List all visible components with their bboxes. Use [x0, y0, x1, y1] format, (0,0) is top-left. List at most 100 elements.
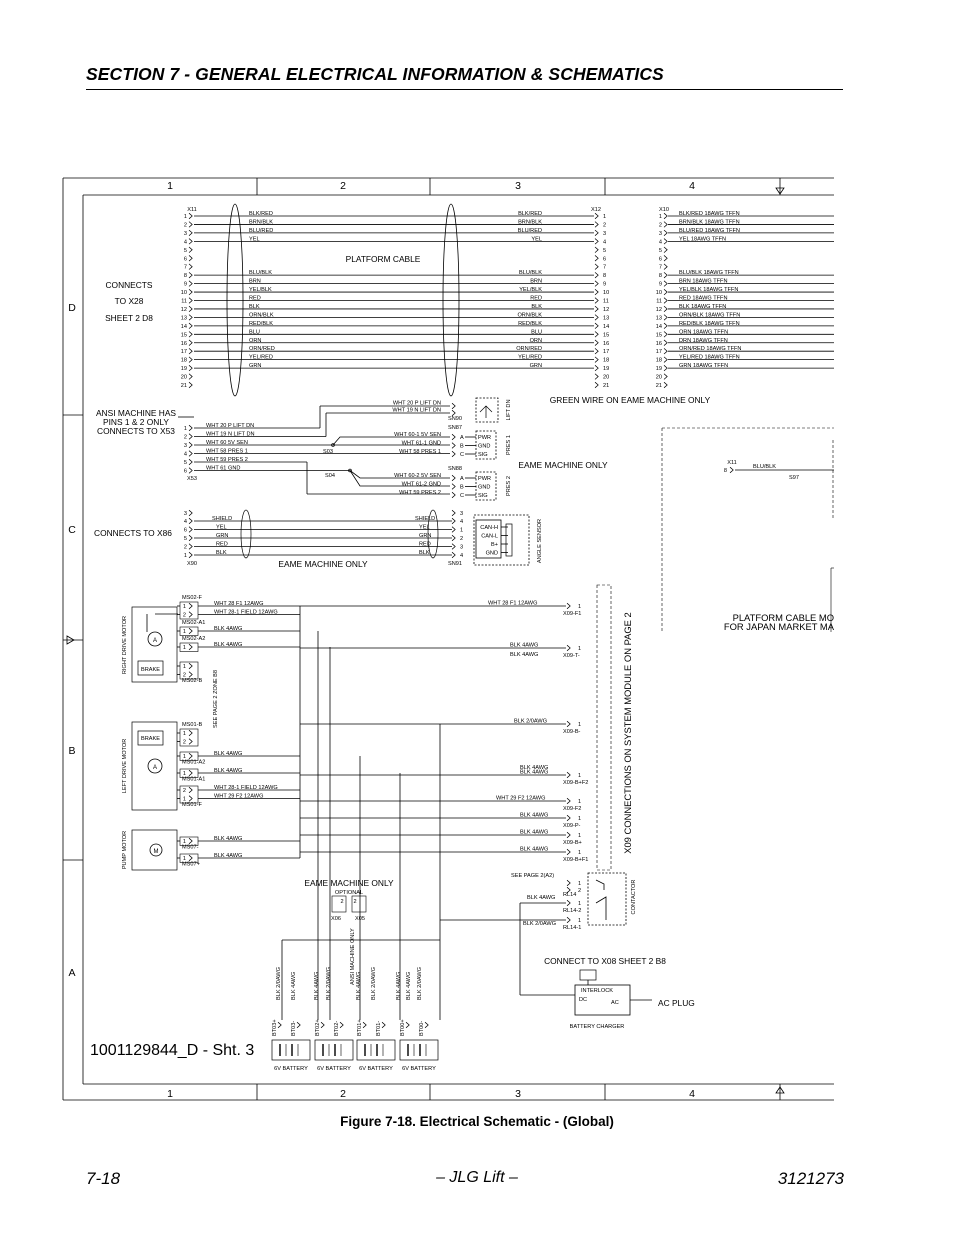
motor-connector-label: MS01-A2 [182, 760, 205, 766]
x11-wire-label: BLU/RED [249, 228, 273, 234]
x10-pin [663, 280, 668, 287]
x12-pin [594, 221, 599, 228]
x11-wire-label: GRN [249, 363, 261, 369]
x90-wire-label: BLK [216, 550, 227, 556]
pump-motor-armature [149, 843, 163, 857]
x11-wire-label: YEL [249, 236, 260, 242]
grid-col-top: 1 [167, 180, 173, 192]
motor-pin-number: 1 [183, 629, 186, 635]
sn90-wire-label: WHT 20 P LIFT DN [393, 401, 441, 407]
sensor-pin [451, 474, 456, 482]
x12-pin-number: 12 [603, 307, 609, 313]
x12-pin-number: 8 [603, 273, 606, 279]
x90-pin-number: 6 [184, 528, 187, 534]
grid-row-label: A [68, 967, 75, 979]
x10-pin [663, 288, 668, 296]
connector-sn87-label: SN87 [448, 425, 462, 431]
x53-wire-label: WHT 20 P LIFT DN [206, 423, 254, 429]
x11-wire-label: BRN/BLK [249, 219, 273, 225]
header-rule [86, 89, 843, 90]
splice-s03-label: S03 [323, 449, 333, 455]
battery-terminal-label: BT02- [334, 1021, 340, 1036]
x09-wire-label: BLK 4AWG [520, 813, 548, 819]
x11-pin [188, 238, 193, 245]
x06-connector [331, 895, 347, 913]
battery-wire-label: BLK 2/0AWG [371, 967, 377, 1000]
battery-wire-label: BLK 4AWG [356, 972, 362, 1000]
x09-pin-number: 1 [578, 833, 581, 839]
x10-pin-number: 7 [659, 265, 662, 271]
x11-pin-number: 21 [181, 383, 187, 389]
battery-cell-box [314, 1039, 354, 1061]
motor-pin [188, 837, 193, 845]
green-wire-note: GREEN WIRE ON EAME MACHINE ONLY [550, 395, 711, 405]
x90-pin [188, 534, 193, 542]
battery-terminal-label: BT01+ [357, 1019, 363, 1036]
x12-pin [594, 322, 599, 329]
x10-pin-number: 19 [656, 366, 662, 372]
lift-dn-label: LIFT DN [506, 399, 512, 420]
motor-connector-label: MS07+ [182, 862, 200, 868]
x11-wire-label: ORN/RED [249, 346, 275, 352]
x11-pin [188, 314, 193, 321]
x12-pin-number: 4 [603, 239, 606, 245]
motor-wire-label: BLK 4AWG [214, 768, 242, 774]
x10-pin-number: 4 [659, 239, 662, 245]
grid-row-label: D [68, 302, 76, 314]
x11-wire-label: RED [249, 296, 261, 302]
x11-wire-label: YEL/BLK [249, 287, 272, 293]
x09-pin [566, 814, 571, 822]
x90-pin-number: 4 [184, 519, 187, 525]
motor-pin [188, 738, 193, 745]
x53-wire-label: WHT 19 N LIFT DN [206, 432, 255, 438]
connect-x08-label: CONNECT TO X08 SHEET 2 B8 [544, 956, 666, 966]
x12-wire-label: YEL/BLK [519, 287, 542, 293]
pump-motor-frame [131, 829, 178, 871]
sn91-pin-number: 1 [460, 528, 463, 534]
x12-wire-label: BRN/BLK [518, 219, 542, 225]
sensor-pin [451, 483, 456, 490]
lift-dn-valve [475, 397, 499, 423]
figure-caption: Figure 7-18. Electrical Schematic - (Glo… [340, 1114, 614, 1129]
x10-wire-label: RED/BLK 18AWG TFFN [679, 321, 740, 327]
x12-wire-label: YEL [531, 236, 542, 242]
document-number: 3121273 [777, 1169, 844, 1188]
motor-pin [188, 786, 193, 794]
x12-wire-label: BLU/BLK [519, 270, 542, 276]
x10-wire-label: BLK 18AWG TFFN [679, 304, 726, 310]
x10-wire-label: DRN 18AWG TFFN [679, 338, 728, 344]
x10-pin-number: 18 [656, 358, 662, 364]
pump-motor-letter: M [154, 849, 159, 855]
contactor-pin [566, 886, 571, 894]
x12-wire-label: GRN [530, 363, 542, 369]
x11-pin-number: 19 [181, 366, 187, 372]
battery-label: 6V BATTERY [274, 1066, 308, 1072]
x12-pin [594, 331, 599, 338]
connector-x11b-label: X11 [727, 460, 737, 466]
x11-wire-label: BLK [249, 304, 260, 310]
motor-pin [188, 627, 193, 635]
x10-pin [663, 229, 668, 236]
sn91-pin [451, 509, 456, 517]
brake-label: BRAKE [141, 667, 160, 673]
x12-pin [594, 246, 599, 253]
x53-pin [188, 433, 193, 440]
contactor-box [587, 872, 627, 926]
motor-pin-number: 2 [183, 740, 186, 746]
splice-s04-wire [349, 470, 450, 487]
motor-connector-body [179, 785, 199, 804]
x11-pin-number: 1 [184, 214, 187, 220]
x10-pin-number: 12 [656, 307, 662, 313]
x11-pin [188, 373, 193, 380]
x10-pin-number: 14 [656, 324, 662, 330]
x10-pin-number: 13 [656, 315, 662, 321]
x11-pin-number: 10 [181, 290, 187, 296]
x90-wire-label: YEL [216, 525, 227, 531]
splice-s04-label: S04 [325, 473, 335, 479]
sensor-pin [451, 450, 456, 458]
connector-x10-label: X10 [659, 207, 669, 213]
contactor-pin-number: 1 [578, 901, 581, 907]
x12-wire-label: ORN [530, 338, 542, 344]
sensor-wire-label: WHT 58 PRES 1 [399, 449, 441, 455]
relay-rl14-2-label: RL14-2 [563, 908, 581, 914]
